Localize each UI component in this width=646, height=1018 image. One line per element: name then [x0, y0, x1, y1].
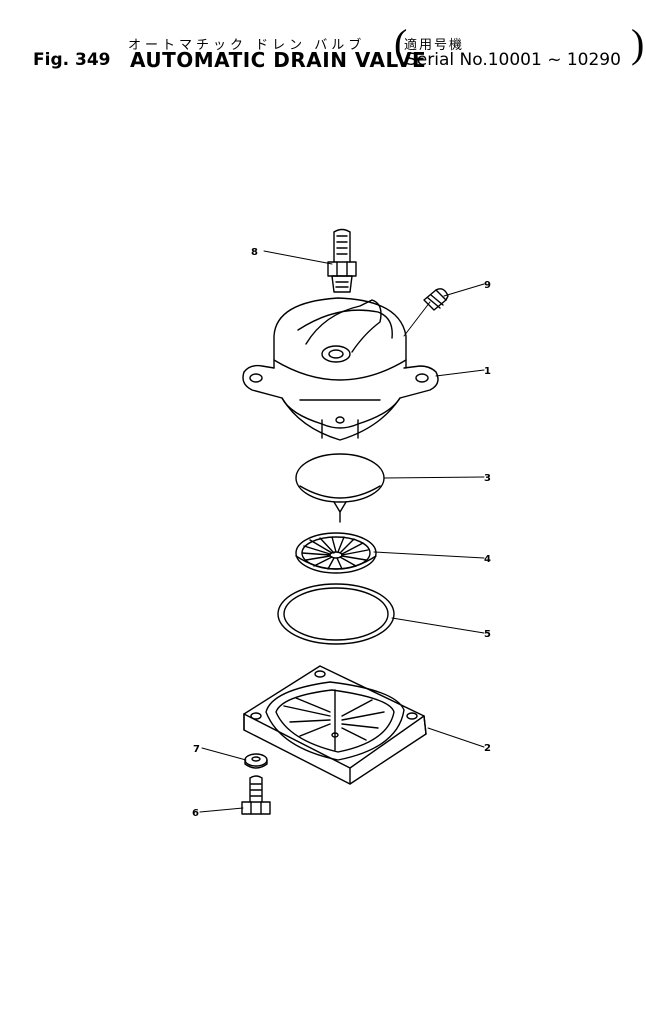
close-paren: ) — [631, 21, 645, 66]
callout-4: 4 — [484, 554, 491, 565]
callout-2: 2 — [484, 743, 491, 754]
part-4-seat — [295, 532, 377, 574]
figure-title: AUTOMATIC DRAIN VALVE — [130, 48, 427, 72]
serial-range: Serial No.10001 ~ 10290 — [406, 50, 621, 70]
callout-3: 3 — [484, 473, 491, 484]
part-7-washer — [244, 753, 268, 769]
figure-header: オートマチック ドレン バルブ 適用号機 Fig. 349 AUTOMATIC … — [0, 0, 646, 80]
part-1-body — [242, 297, 439, 441]
part-8-fitting — [327, 228, 357, 293]
part-3-diaphragm — [295, 453, 385, 523]
callout-6: 6 — [192, 808, 199, 819]
open-paren: ( — [394, 21, 408, 66]
callout-labels: 8 9 1 3 4 5 2 7 6 — [192, 247, 491, 819]
part-6-bolt — [241, 775, 271, 815]
serial-japanese: 適用号機 — [404, 38, 465, 53]
part-9-plug — [423, 288, 449, 311]
callout-5: 5 — [484, 629, 491, 640]
leader-lines — [199, 250, 485, 813]
callout-8: 8 — [251, 247, 258, 258]
callout-1: 1 — [484, 366, 491, 377]
title-japanese: オートマチック ドレン バルブ — [128, 38, 366, 53]
part-2-cover — [243, 665, 427, 785]
part-5-o-ring — [277, 583, 395, 645]
callout-7: 7 — [193, 744, 200, 755]
callout-9: 9 — [484, 280, 491, 291]
figure-number: Fig. 349 — [33, 50, 111, 70]
